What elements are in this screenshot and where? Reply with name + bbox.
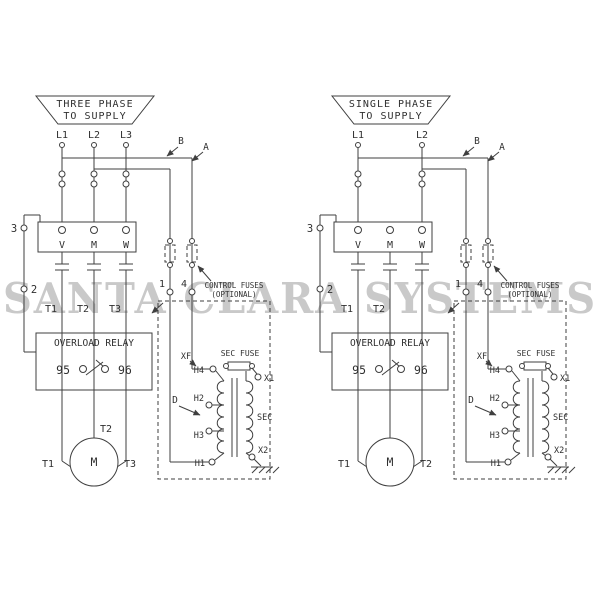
label-sec: SEC (257, 413, 272, 423)
ground-icon (546, 466, 576, 474)
label-t1: T1 (341, 304, 353, 315)
label-96: 96 (414, 363, 428, 377)
label-xf: XF (181, 352, 191, 362)
label-motor-t2: T2 (420, 459, 432, 470)
label-l1: L1 (352, 130, 364, 141)
label-aux-3: 3 (307, 223, 313, 235)
label-optional: (OPTIONAL) (507, 290, 552, 299)
transformer-enclosure: SEC FUSE XF H4 X1 D H2 H3 SEC H1 (157, 295, 280, 480)
label-motor-t1: T1 (42, 459, 54, 470)
contactor: 3 2 V M W (307, 214, 433, 353)
label-w: W (123, 240, 130, 251)
label-overload-relay: OVERLOAD RELAY (54, 338, 134, 349)
label-ctrl-4: 4 (181, 279, 187, 290)
label-l2: L2 (88, 130, 100, 141)
label-ctrl-4: 4 (477, 279, 483, 290)
label-tap-b: B (474, 136, 480, 147)
single-phase-diagram: SINGLE PHASE TO SUPPLY L1 L2 B A 1 4 CON… (307, 95, 576, 487)
label-h1: H1 (195, 459, 205, 469)
label-x2: X2 (258, 446, 268, 456)
power-legs: T1 T2 (341, 252, 430, 333)
label-aux-2: 2 (327, 284, 333, 296)
label-h3: H3 (490, 431, 500, 441)
label-d: D (172, 395, 178, 406)
label-motor-t1: T1 (338, 459, 350, 470)
supply-banner: SINGLE PHASE TO SUPPLY (330, 95, 452, 125)
label-control-fuses: CONTROL FUSES (205, 281, 264, 290)
label-sec-fuse: SEC FUSE (517, 349, 556, 358)
diagram-subtitle: TO SUPPLY (63, 111, 126, 122)
supply-banner: THREE PHASE TO SUPPLY (34, 95, 156, 125)
label-h4: H4 (490, 366, 500, 376)
label-tap-a: A (203, 142, 209, 153)
label-overload-relay: OVERLOAD RELAY (350, 338, 430, 349)
label-l2: L2 (416, 130, 428, 141)
overload-relay: OVERLOAD RELAY 95 96 (331, 332, 449, 391)
diagram-title: THREE PHASE (56, 99, 133, 110)
diagram-subtitle: TO SUPPLY (359, 111, 422, 122)
label-d: D (468, 395, 474, 406)
label-sec: SEC (553, 413, 568, 423)
control-fuses: 1 4 CONTROL FUSES (OPTIONAL) (151, 237, 264, 314)
three-phase-diagram: THREE PHASE TO SUPPLY L1 L2 L3 B A 1 4 C… (11, 95, 280, 487)
power-legs: T1 T2 T3 (45, 252, 134, 333)
contactor: 3 2 V M W (11, 214, 137, 353)
label-motor-t3: T3 (124, 459, 136, 470)
label-motor-m: M (91, 455, 98, 469)
supply-lines: L1 L2 L3 (56, 130, 132, 222)
label-l1: L1 (56, 130, 68, 141)
label-m: M (91, 240, 97, 251)
label-v: V (355, 240, 361, 251)
label-t2: T2 (77, 304, 89, 315)
label-w: W (419, 240, 426, 251)
label-v: V (59, 240, 65, 251)
label-optional: (OPTIONAL) (211, 290, 256, 299)
label-aux-2: 2 (31, 284, 37, 296)
control-taps: B A (62, 136, 209, 238)
label-tap-a: A (499, 142, 505, 153)
label-h1: H1 (491, 459, 501, 469)
label-x2: X2 (554, 446, 564, 456)
overload-relay: OVERLOAD RELAY 95 96 (35, 332, 153, 391)
transformer-enclosure: SEC FUSE XF H4 X1 D H2 H3 SEC H1 (453, 295, 576, 480)
label-95: 95 (56, 363, 70, 377)
label-h4: H4 (194, 366, 204, 376)
label-motor-m: M (387, 455, 394, 469)
label-control-fuses: CONTROL FUSES (501, 281, 560, 290)
label-96: 96 (118, 363, 132, 377)
label-m: M (387, 240, 393, 251)
label-h3: H3 (194, 431, 204, 441)
label-t3: T3 (109, 304, 121, 315)
label-95: 95 (352, 363, 366, 377)
label-l3: L3 (120, 130, 132, 141)
watermark-text: SANTA CLARA SYSTEMS (3, 274, 597, 323)
label-ctrl-1: 1 (159, 279, 165, 290)
ground-icon (250, 466, 280, 474)
label-x1: X1 (264, 374, 274, 384)
label-t1: T1 (45, 304, 57, 315)
label-ctrl-1: 1 (455, 279, 461, 290)
motor: M T1 T2 (338, 390, 432, 487)
label-sec-fuse: SEC FUSE (221, 349, 260, 358)
label-tap-b: B (178, 136, 184, 147)
label-t2: T2 (373, 304, 385, 315)
label-h2: H2 (194, 394, 204, 404)
diagram-title: SINGLE PHASE (349, 99, 433, 110)
label-h2: H2 (490, 394, 500, 404)
label-motor-t2: T2 (100, 424, 112, 435)
label-x1: X1 (560, 374, 570, 384)
supply-lines: L1 L2 (352, 130, 428, 222)
label-aux-3: 3 (11, 223, 17, 235)
label-xf: XF (477, 352, 487, 362)
motor: M T2 T1 T3 (42, 390, 136, 487)
control-taps: B A (358, 136, 505, 238)
